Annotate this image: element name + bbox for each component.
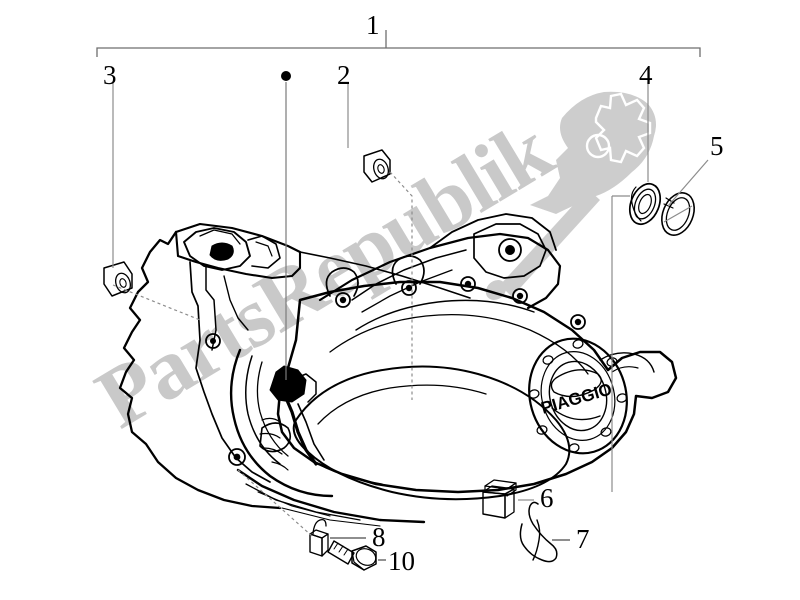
callout-10[interactable]: 10 bbox=[388, 546, 415, 576]
callout-5[interactable]: 5 bbox=[710, 131, 724, 161]
callout-7[interactable]: 7 bbox=[576, 524, 590, 554]
part-10-flange-bolt bbox=[327, 540, 377, 571]
part-8-cable-clamp bbox=[309, 518, 329, 557]
callout-8[interactable]: 8 bbox=[372, 522, 386, 552]
clutch-housing bbox=[229, 348, 334, 498]
leader-dot bbox=[281, 71, 291, 81]
callout-2[interactable]: 2 bbox=[337, 60, 351, 90]
callout-6[interactable]: 6 bbox=[540, 483, 554, 513]
part-7-spring-clip bbox=[519, 501, 558, 563]
piaggio-cap bbox=[528, 337, 628, 455]
callout-4[interactable]: 4 bbox=[639, 60, 653, 90]
part-3-dowel-pin bbox=[103, 261, 133, 297]
cover-bottom-skirt bbox=[236, 468, 426, 527]
leader-lines bbox=[96, 30, 709, 561]
callout-3[interactable]: 3 bbox=[103, 60, 117, 90]
transmission-cover bbox=[276, 213, 678, 501]
crankcase-body bbox=[118, 222, 471, 510]
part-2-dowel-pin bbox=[363, 149, 391, 183]
part-4-oil-seal bbox=[628, 182, 662, 226]
callout-1[interactable]: 1 bbox=[366, 10, 380, 40]
part-6-clip-nut bbox=[482, 479, 517, 519]
